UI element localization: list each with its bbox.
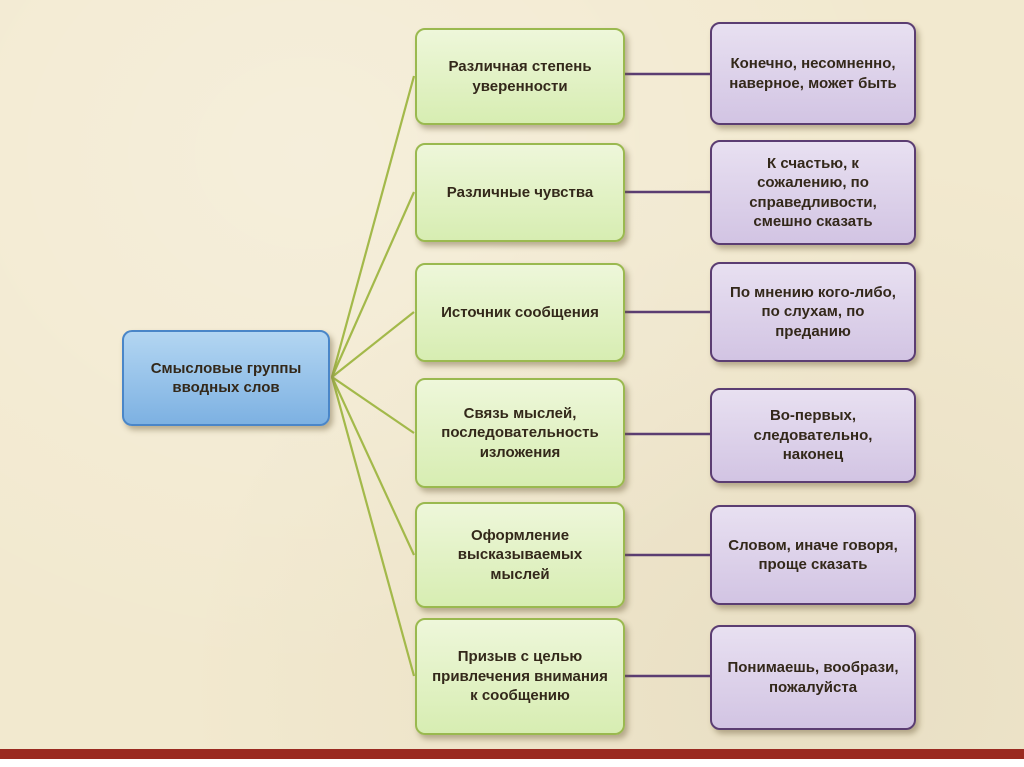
examples-node-label: Во-первых, следовательно, наконец	[753, 407, 873, 464]
examples-node-4: Во-первых, следовательно, наконец	[710, 388, 916, 483]
center-node-label: Смысловые группы вводных слов	[150, 359, 302, 397]
group-node-label: Источник сообщения	[441, 303, 599, 321]
group-node-5: Оформление высказываемых мыслей	[415, 502, 625, 608]
examples-node-6: Понимаешь, вообрази, пожалуйста	[710, 625, 916, 730]
examples-node-2: К счастью, к сожалению, по справедливост…	[710, 140, 916, 245]
group-node-6: Призыв с целью привлечения внимания к со…	[415, 618, 625, 735]
fan-line-2	[330, 191, 416, 378]
fan-line-6	[330, 376, 416, 677]
group-node-label: Различная степень уверенности	[448, 58, 592, 95]
examples-node-label: По мнению кого-либо, по слухам, по преда…	[730, 283, 896, 340]
group-node-label: Призыв с целью привлечения внимания к со…	[432, 648, 608, 705]
group-node-3: Источник сообщения	[415, 263, 625, 362]
fan-line-4	[331, 376, 415, 434]
examples-node-label: Понимаешь, вообрази, пожалуйста	[727, 659, 899, 696]
examples-node-1: Конечно, несомненно, наверное, может быт…	[710, 22, 916, 125]
group-node-1: Различная степень уверенности	[415, 28, 625, 125]
group-node-label: Оформление высказываемых мыслей	[457, 526, 583, 583]
examples-node-5: Словом, иначе говоря, проще сказать	[710, 505, 916, 605]
examples-node-3: По мнению кого-либо, по слухам, по преда…	[710, 262, 916, 362]
group-node-2: Различные чувства	[415, 143, 625, 242]
bottom-accent-bar	[0, 749, 1024, 759]
bottom-edge	[0, 759, 1024, 767]
group-node-label: Различные чувства	[446, 183, 594, 201]
examples-node-label: Словом, иначе говоря, проще сказать	[728, 536, 898, 574]
examples-node-label: Конечно, несомненно, наверное, может быт…	[729, 55, 897, 92]
center-node: Смысловые группы вводных слов	[122, 330, 330, 426]
group-node-label: Связь мыслей, последовательность изложен…	[441, 404, 599, 461]
fan-line-5	[331, 376, 415, 556]
examples-node-label: К счастью, к сожалению, по справедливост…	[749, 154, 877, 231]
fan-line-3	[331, 311, 415, 378]
fan-line-1	[330, 75, 416, 378]
group-node-4: Связь мыслей, последовательность изложен…	[415, 378, 625, 488]
